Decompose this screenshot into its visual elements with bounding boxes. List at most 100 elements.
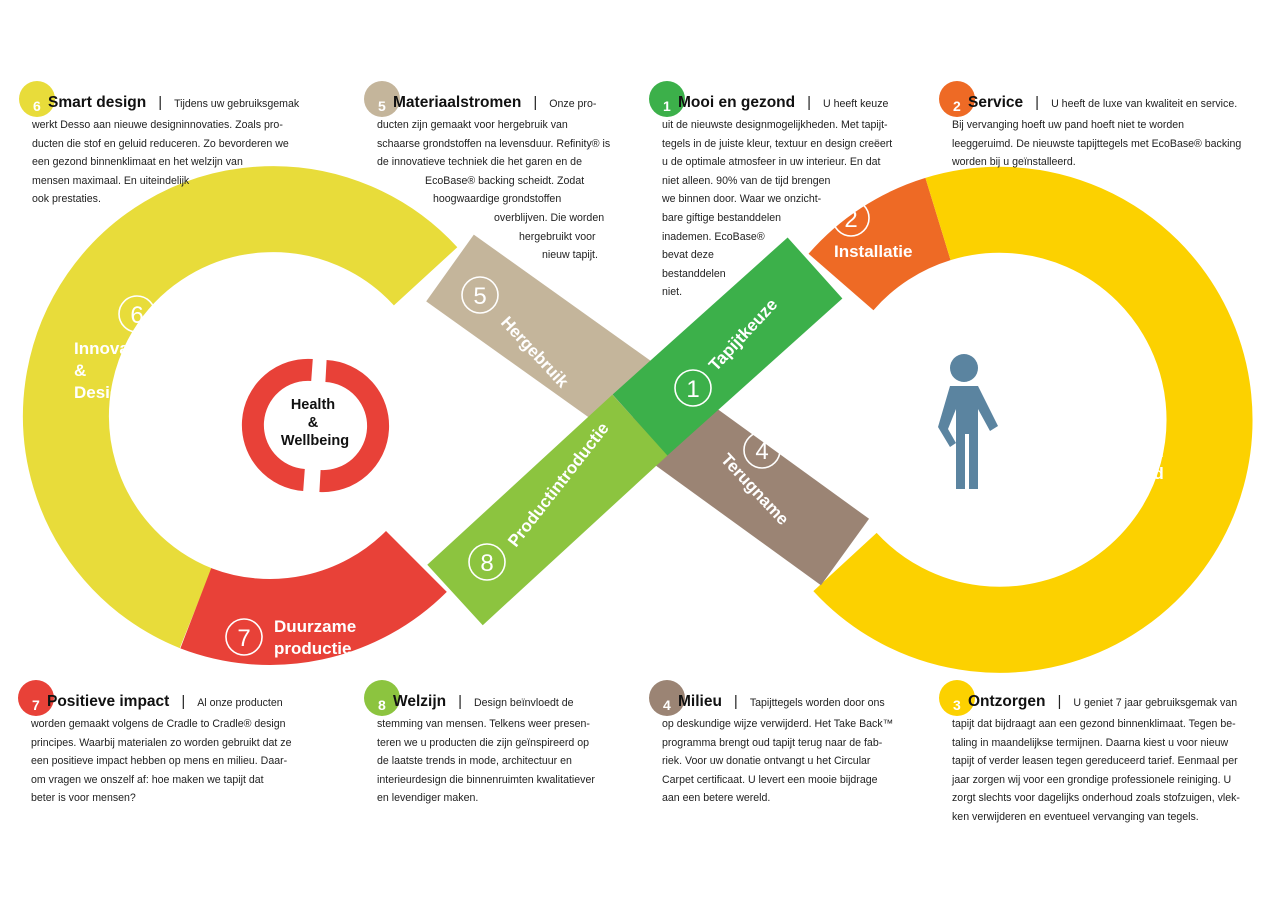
badge-number: 1	[663, 98, 671, 114]
info-block-line: Carpet certificaat. U levert een mooie b…	[662, 773, 878, 786]
info-block-line: de laatste trends in mode, architectuur …	[377, 755, 572, 768]
svg-text:2: 2	[844, 206, 857, 233]
info-block-line: ook prestaties.	[32, 193, 101, 206]
info-block-line: om vragen we onszelf af: hoe maken we ta…	[31, 773, 264, 786]
number-circle-4: 4	[743, 431, 781, 469]
info-block-text: Al onze producten	[197, 697, 283, 709]
info-block-7: 7 Positieve impact | Al onze producten worde…	[18, 680, 331, 808]
info-block-text: Onze pro-	[549, 98, 597, 110]
info-block-line: niet alleen. 90% van de tijd brengen	[662, 174, 831, 187]
svg-text:8: 8	[480, 550, 493, 577]
info-block-line: en levendiger maken.	[377, 792, 479, 805]
separator: |	[533, 94, 538, 111]
number-badge	[364, 680, 400, 716]
info-block-line: bevat deze	[662, 249, 714, 262]
number-circle-1: 1	[674, 369, 712, 407]
info-block-header: 3 Ontzorgen | U geniet 7 jaar gebruiksgemak…	[939, 680, 1252, 716]
info-block-header: 1 Mooi en gezond | U heeft keuze	[649, 81, 962, 117]
info-block-line: ducten zijn gemaakt voor hergebruik van	[377, 119, 568, 131]
info-block-header: 7 Positieve impact | Al onze producten	[18, 680, 331, 716]
badge-number: 3	[953, 697, 961, 713]
number-badge	[364, 81, 400, 117]
separator: |	[1057, 693, 1062, 710]
info-block-line: een positieve impact hebben op mens en m…	[31, 755, 288, 768]
badge-number: 4	[663, 697, 671, 713]
svg-text:5: 5	[473, 283, 486, 310]
info-block-line: worden gemaakt volgens de Cradle to Crad…	[31, 718, 286, 730]
segment-8-productintroductie	[427, 394, 668, 626]
info-block-line: Bij vervanging hoeft uw pand hoeft niet …	[952, 119, 1185, 131]
info-block-line: bestanddelen	[662, 267, 726, 280]
segment-6-innovatie-design	[23, 166, 458, 649]
info-block-line: schaarse grondstoffen na levensduur. Ref…	[377, 137, 611, 150]
info-block-line: leeggeruimd. De nieuwste tapijttegels me…	[952, 137, 1242, 150]
number-badge	[649, 81, 685, 117]
info-block-line: zorgt slechts voor dagelijks onderhoud z…	[952, 792, 1240, 805]
badge-number: 5	[378, 98, 386, 114]
info-block-line: EcoBase® backing scheidt. Zodat	[425, 174, 585, 187]
info-block-title: Ontzorgen	[968, 693, 1046, 710]
info-block-line: u de optimale atmosfeer in uw interieur.…	[662, 156, 881, 169]
svg-text:3: 3	[1087, 390, 1100, 417]
info-block-title: Positieve impact	[47, 693, 170, 710]
separator: |	[158, 94, 163, 111]
info-block-line: teren we u producten die zijn geïnspiree…	[377, 736, 590, 749]
number-badge	[18, 680, 54, 716]
number-badge	[939, 680, 975, 716]
number-circle-7: 7	[225, 618, 263, 656]
info-block-text: Tapijttegels worden door ons	[749, 697, 885, 709]
number-circle-8: 8	[468, 543, 506, 581]
info-block-title: Smart design	[48, 94, 147, 111]
separator: |	[181, 693, 186, 710]
info-block-line: beter is voor mensen?	[31, 792, 136, 805]
info-block-line: jaar zorgen wij voor een grondige profes…	[952, 773, 1232, 786]
info-block-text: U heeft keuze	[823, 98, 889, 110]
info-block-line: we binnen door. Waar we onzicht-	[662, 193, 822, 206]
info-block-3: 3 Ontzorgen | U geniet 7 jaar gebruiksgemak…	[939, 680, 1252, 827]
info-block-title: Mooi en gezond	[678, 94, 796, 111]
info-block-1: 1 Mooi en gezond | U heeft keuze uit de nieu…	[649, 81, 962, 302]
number-badge	[939, 81, 975, 117]
info-block-title: Welzijn	[393, 693, 447, 710]
separator: |	[807, 94, 812, 111]
badge-number: 6	[33, 98, 41, 114]
info-block-line: nieuw tapijt.	[542, 249, 598, 262]
segment-2-installatie	[808, 177, 952, 312]
segment-1-tapijtkeuze	[612, 237, 843, 456]
info-block-header: 5 Materiaalstromen | Onze pro-	[364, 81, 677, 117]
person-icon	[938, 354, 998, 489]
info-block-line: tapijt of verder leasen tegen gereduceer…	[952, 755, 1238, 768]
info-block-line: mensen maximaal. En uiteindelijk	[32, 174, 190, 187]
info-block-line: programma brengt oud tapijt terug naar d…	[662, 736, 883, 749]
info-block-text: Design beïnvloedt de	[474, 697, 574, 709]
badge-number: 8	[378, 697, 386, 713]
info-block-line: niet.	[662, 286, 683, 299]
info-block-line: riek. Voor uw donatie ontvangt u het Cir…	[662, 755, 871, 768]
info-block-text: U geniet 7 jaar gebruiksgemak van	[1073, 697, 1238, 709]
info-block-line: principes. Waarbij materialen zo worden …	[31, 736, 292, 749]
label-installatie: Installatie	[834, 242, 912, 261]
info-block-line: hergebruikt voor	[519, 230, 596, 243]
separator: |	[1035, 94, 1040, 111]
info-block-line: hoogwaardige grondstoffen	[433, 193, 562, 206]
svg-text:4: 4	[755, 438, 768, 465]
info-block-line: op deskundige wijze verwijderd. Het Take…	[662, 718, 894, 730]
number-badge	[649, 680, 685, 716]
badge-number: 7	[32, 697, 40, 713]
info-block-line: aan een betere wereld.	[662, 792, 771, 805]
info-block-line: werkt Desso aan nieuwe designinnovaties.…	[32, 119, 283, 131]
number-circle-3: 3	[1075, 383, 1113, 421]
number-circle-5: 5	[461, 276, 499, 314]
info-block-line: tapijt dat bijdraagt aan een gezond binn…	[952, 718, 1236, 730]
info-block-line: uit de nieuwste designmogelijkheden. Met…	[662, 119, 888, 131]
info-block-title: Materiaalstromen	[393, 94, 522, 111]
info-block-line: worden bij u geïnstalleerd.	[952, 156, 1076, 169]
